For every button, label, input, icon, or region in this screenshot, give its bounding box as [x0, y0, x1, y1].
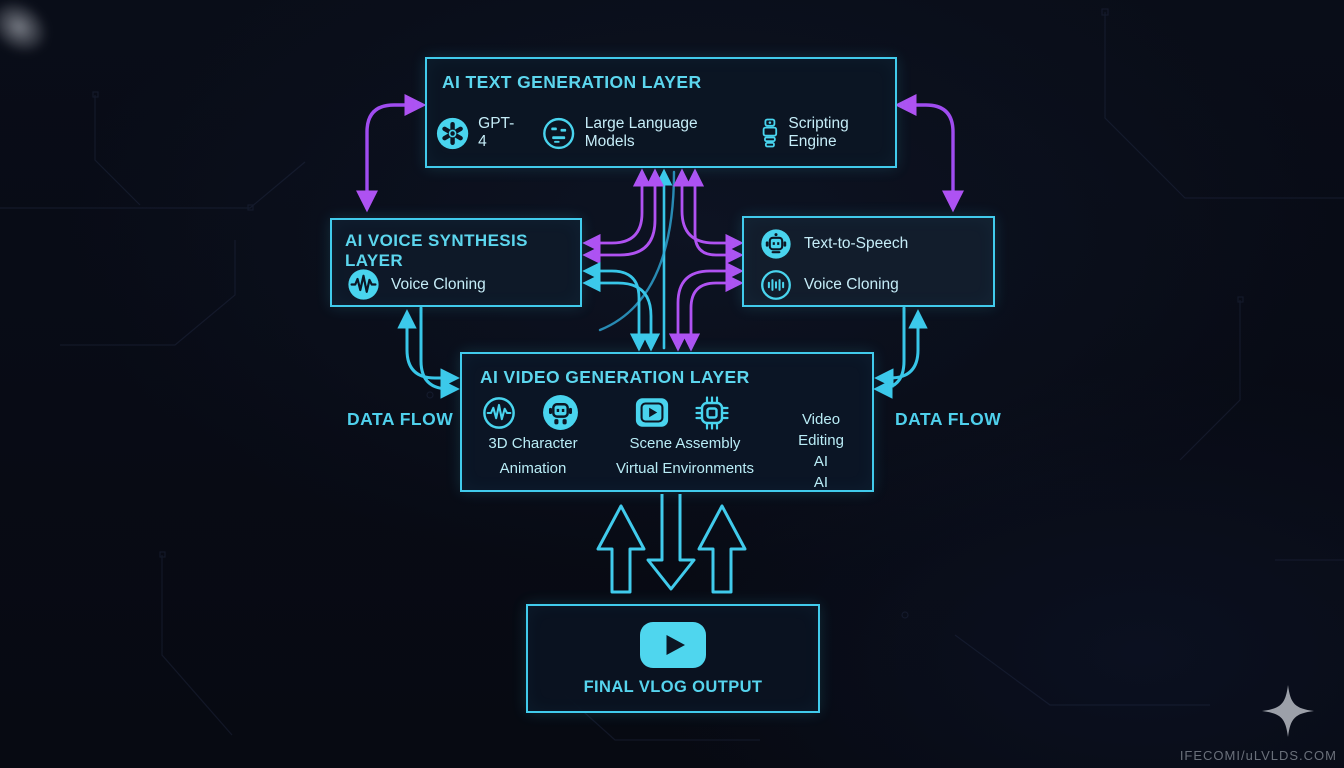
tts-label: Text-to-Speech — [804, 235, 909, 252]
scripting-engine-icon — [762, 118, 777, 148]
gpt4-item: GPT-4 — [436, 115, 518, 152]
waveform-outline-icon — [483, 397, 515, 429]
arrow-voice-to-video-2 — [419, 306, 460, 399]
tts-item: Text-to-Speech — [760, 228, 908, 260]
waveform-outline-icon — [761, 270, 791, 300]
voice-cloning-item-2: Voice Cloning — [760, 269, 899, 301]
ai-video-generation-layer-box: AI VIDEO GENERATION LAYER — [460, 352, 874, 492]
robot-icon — [543, 395, 578, 430]
block-arrow-down-center — [646, 494, 696, 591]
arrow-voice-to-video-1 — [397, 309, 460, 388]
watermark: IFECOMI/uLVLDS.COM — [1179, 748, 1337, 763]
arrow-speech-to-video-2 — [873, 306, 906, 399]
voice-cloning-label-2: Voice Cloning — [804, 276, 899, 293]
chip-icon — [695, 396, 729, 430]
block-arrow-up-left — [596, 504, 646, 594]
block-arrows — [596, 494, 747, 594]
waveform-icon — [348, 269, 379, 300]
caption-scene-assembly: Scene Assembly Virtual Environments — [615, 435, 755, 477]
scripting-engine-item: Scripting Engine — [760, 115, 890, 151]
arrow-top-to-voice — [355, 93, 427, 213]
junction-purple-upright-2 — [685, 168, 744, 265]
circuit-traces — [0, 8, 1344, 741]
output-title: FINAL VLOG OUTPUT — [583, 678, 763, 696]
junction-purple-upright-1 — [672, 168, 744, 253]
caption-video-editing-ai: Video Editing AI AI — [798, 411, 844, 491]
junction-purple-downright-2 — [681, 273, 744, 352]
text-layer-title: AI TEXT GENERATION LAYER — [442, 72, 702, 92]
llm-icon — [543, 117, 575, 149]
scripting-engine-label: Scripting Engine — [788, 115, 849, 150]
text-layer-items: GPT-4 Large Language Models — [436, 107, 890, 159]
youtube-play-icon — [640, 622, 706, 668]
purple-connectors-outer — [355, 93, 965, 213]
ai-voice-synthesis-layer-box: AI VOICE SYNTHESIS LAYER Voice Cloning — [330, 218, 582, 307]
gpt4-label: GPT-4 — [478, 115, 515, 150]
ai-text-generation-layer-box: AI TEXT GENERATION LAYER GPT-4 — [425, 57, 897, 168]
llm-item: Large Language Models — [542, 115, 735, 152]
cyan-connectors-lower — [397, 306, 928, 399]
voice-layer-title: AI VOICE SYNTHESIS LAYER — [345, 231, 528, 270]
junction-arrows — [582, 168, 744, 352]
caption-3d-character: 3D Character Animation — [488, 435, 578, 477]
data-flow-label-right: DATA FLOW — [895, 409, 1002, 429]
junction-cyan-downleft-2 — [582, 273, 661, 352]
voice-cloning-label: Voice Cloning — [391, 275, 486, 293]
block-arrow-up-right — [697, 504, 747, 594]
final-vlog-output-box: FINAL VLOG OUTPUT — [526, 604, 820, 713]
junction-purple-upleft-1 — [582, 168, 652, 253]
gpt-icon — [436, 117, 469, 149]
arrow-speech-to-video-1 — [874, 309, 928, 388]
scene-play-icon — [635, 398, 669, 427]
junction-purple-upleft-2 — [582, 168, 665, 265]
text-to-speech-box: Text-to-Speech Voice Cloning — [742, 216, 995, 307]
arrow-top-to-speech — [894, 93, 965, 213]
tts-robot-icon — [761, 229, 791, 259]
data-flow-label-left: DATA FLOW — [347, 409, 454, 429]
llm-label: Large Language Models — [584, 115, 698, 150]
voice-cloning-item: Voice Cloning — [347, 268, 486, 301]
video-layer-title: AI VIDEO GENERATION LAYER — [480, 367, 750, 387]
sparkle-icon — [1262, 685, 1314, 737]
